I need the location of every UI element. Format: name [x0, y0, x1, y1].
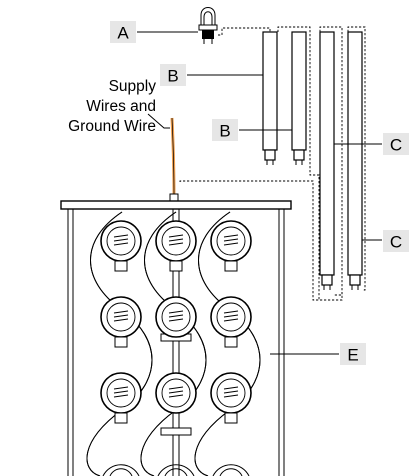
socket-r2-c1	[100, 296, 142, 348]
label-c2: C	[362, 230, 409, 252]
tube-b2	[291, 31, 307, 165]
supply-caption-line2: Wires and	[86, 98, 156, 115]
frame-e	[60, 200, 292, 476]
label-c2-text: C	[390, 233, 402, 252]
socket-r1-c2	[155, 220, 197, 272]
supply-caption-line1: Supply	[109, 78, 157, 95]
socket-r1-c1	[100, 220, 142, 272]
socket-r3-c2	[155, 372, 197, 414]
label-a-text: A	[117, 24, 129, 43]
lamp-sockets	[100, 220, 252, 476]
label-c1: C	[334, 133, 409, 155]
socket-r2-c3	[210, 296, 252, 348]
socket-r1-c3	[210, 220, 252, 272]
tube-c1	[319, 31, 335, 290]
wire-b1-b2	[277, 26, 320, 300]
label-c1-text: C	[390, 136, 402, 155]
label-a: A	[110, 21, 198, 43]
supply-caption: Supply Wires and Ground Wire	[68, 78, 170, 135]
wire-c1-c2	[319, 26, 366, 296]
label-e: E	[270, 343, 366, 365]
socket-r3-c1	[100, 372, 142, 424]
tube-b1	[262, 31, 278, 165]
label-b1-text: B	[167, 67, 178, 86]
socket-r3-c3	[210, 372, 252, 424]
socket-r4-partial	[102, 464, 250, 476]
wire-a-b	[218, 27, 271, 36]
label-b1: B	[160, 64, 263, 86]
label-b2: B	[212, 119, 292, 141]
label-b2-text: B	[219, 122, 230, 141]
tube-c2	[347, 31, 363, 290]
socket-r2-c2	[155, 296, 197, 338]
supply-wire	[169, 117, 179, 203]
wave-tubes	[86, 211, 261, 476]
bulb-a	[198, 7, 218, 44]
wire-to-frame	[179, 180, 343, 301]
label-e-text: E	[347, 346, 358, 365]
supply-caption-line3: Ground Wire	[68, 118, 156, 135]
